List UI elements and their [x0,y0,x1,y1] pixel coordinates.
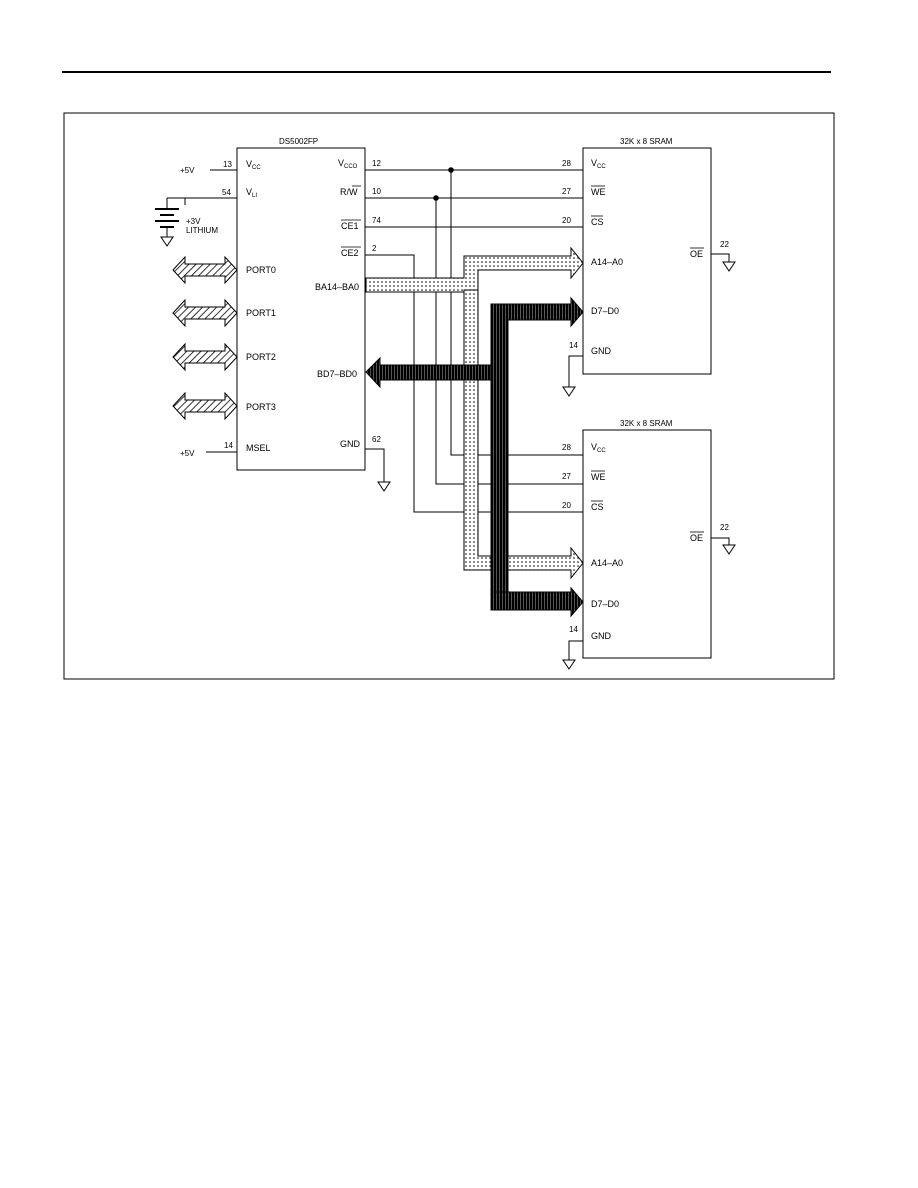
sram-bottom-title: 32K x 8 SRAM [620,419,673,428]
sram-bottom-oe-label: OE [690,533,703,543]
sram-top-vcc-label: VCC [591,158,606,170]
sram-bottom-we-label: WE [591,472,606,482]
sram-bottom-vcc-number: 28 [562,443,571,452]
sram-top-cs-number: 20 [562,216,571,225]
battery-type-label: LITHIUM [186,226,218,235]
sram-bottom-data-label: D7–D0 [591,599,619,609]
sram-top-we-label: WE [591,187,606,197]
port1-bus-arrow [172,298,238,328]
data-bus [365,296,584,618]
ce1-pin-number: 74 [372,216,381,225]
sram-top-cs-label: CS [591,217,604,227]
sram-top-gnd-ground-icon [562,355,583,397]
ce1-pin-label: CE1 [341,221,359,231]
vcc-pin-label: VCC [246,159,261,171]
sram-bottom-cs-label: CS [591,502,604,512]
sram-bottom-gnd-ground-icon [562,640,583,670]
gnd-pin-label: GND [340,439,361,449]
sram-bottom-vcc-label: VCC [591,442,606,454]
sram-top-oe-number: 22 [720,240,729,249]
ce2-pin-label: CE2 [341,248,359,258]
sram-top-we-number: 27 [562,187,571,196]
vcco-pin-label: VCCO [338,158,358,170]
msel-pin-number: 14 [224,441,233,450]
gnd-pin-number: 62 [372,435,381,444]
sram-top-addr-label: A14–A0 [591,257,623,267]
rw-pin-label: R/W [340,187,358,197]
address-bus-trunk [365,246,584,293]
port0-label: PORT0 [246,265,276,275]
ds5002fp-body [236,147,366,471]
sram-bottom-gnd-label: GND [591,631,612,641]
vli-pin-number: 54 [222,188,231,197]
sram-bottom-cs-number: 20 [562,501,571,510]
main-chip-ground-icon [365,448,391,492]
port2-label: PORT2 [246,352,276,362]
lithium-battery-icon [155,197,186,247]
sram-bottom-chip: 32K x 8 SRAM 28 VCC 27 WE 20 CS A14–A0 D… [562,419,729,659]
ba-pin-label: BA14–BA0 [315,282,359,292]
figure-frame [63,112,835,680]
ds5002fp-title: DS5002FP [279,137,318,146]
signal-wires [365,167,583,513]
address-bus-drop [463,289,584,580]
address-bus [365,246,584,580]
sram-top-vcc-number: 28 [562,159,571,168]
ce2-pin-number: 2 [372,244,377,253]
battery-voltage-label: +3V [186,217,201,226]
bd-pin-label: BD7–BD0 [317,369,357,379]
port2-bus-arrow [172,342,238,372]
sram-bottom-oe-ground-icon [711,537,736,555]
plus5v-top-label: +5V [180,166,195,175]
plus5v-bottom-label: +5V [180,449,195,458]
vcco-pin-number: 12 [372,159,381,168]
sram-top-oe-label: OE [690,249,703,259]
sram-bottom-addr-label: A14–A0 [591,558,623,568]
sram-top-oe-ground-icon [711,253,736,272]
port3-bus-arrow [172,391,238,421]
sram-top-body [582,147,712,375]
port1-label: PORT1 [246,308,276,318]
msel-pin-label: MSEL [246,443,271,453]
rw-pin-number: 10 [372,187,381,196]
sram-bottom-oe-number: 22 [720,523,729,532]
data-bus-to-sram-bottom [490,586,584,618]
sram-top-chip: 32K x 8 SRAM 28 VCC 27 WE 20 CS A14–A0 D… [562,137,729,375]
sram-bottom-we-number: 27 [562,472,571,481]
sram-bottom-body [582,429,712,659]
vcc-pin-number: 13 [223,160,232,169]
sram-bottom-gnd-number: 14 [569,625,578,634]
port-bus-arrows [172,255,238,421]
port0-bus-arrow [172,255,238,285]
page-top-rule [62,71,831,73]
data-bus-to-chip [365,356,492,389]
sram-top-gnd-label: GND [591,346,612,356]
sram-top-gnd-number: 14 [569,341,578,350]
port3-label: PORT3 [246,402,276,412]
ds5002fp-chip: DS5002FP 13 VCC 54 VLI PORT0 PORT1 PORT2… [185,137,381,471]
sram-top-data-label: D7–D0 [591,306,619,316]
sram-top-title: 32K x 8 SRAM [620,137,673,146]
vli-pin-label: VLI [246,187,257,199]
